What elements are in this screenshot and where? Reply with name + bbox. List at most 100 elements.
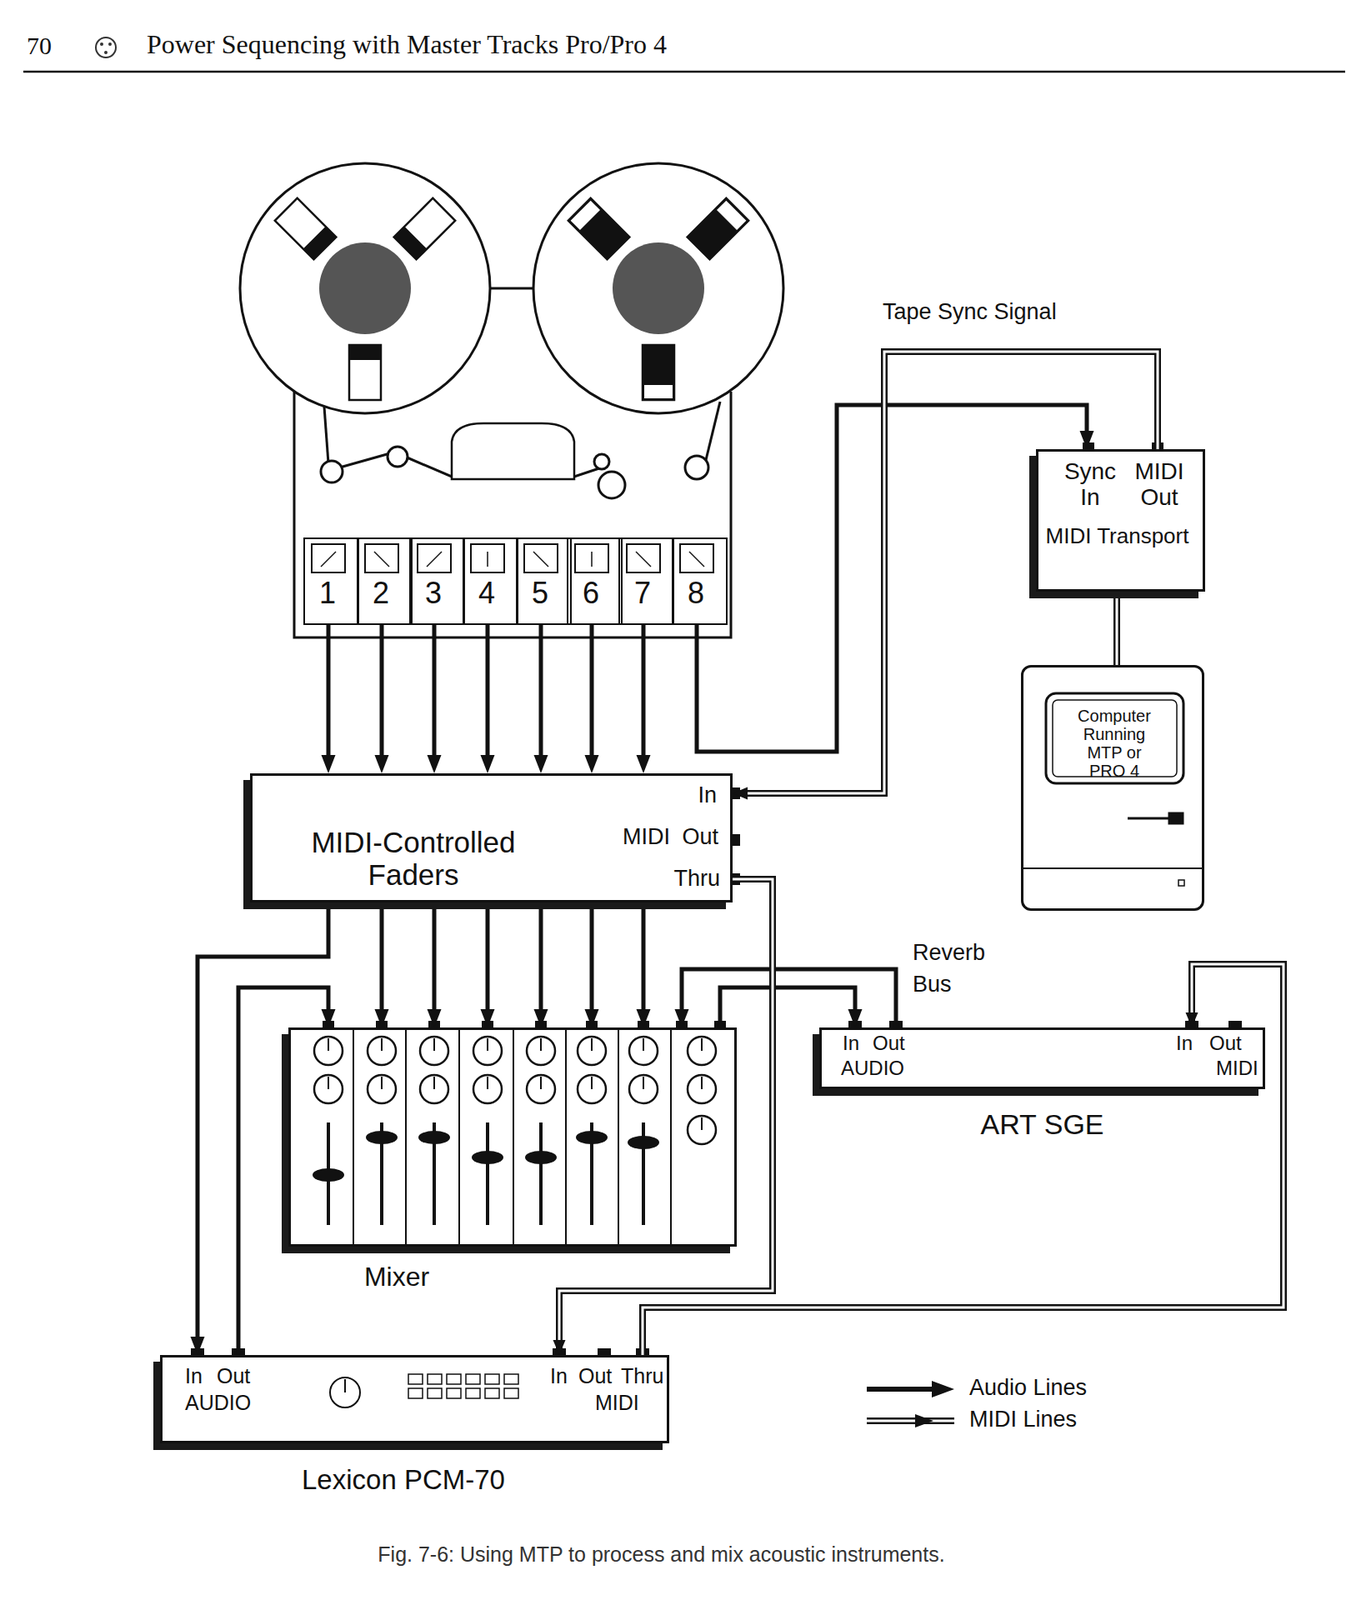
knob [420, 1036, 449, 1066]
audio-line [380, 902, 385, 1011]
audio-line [432, 625, 437, 757]
track-meter: 2 [356, 537, 413, 626]
channel-divider [405, 1027, 407, 1247]
vu-meter [626, 544, 661, 573]
tape-transport [451, 423, 575, 480]
midi-line [642, 964, 1284, 1356]
figure-caption: Fig. 7-6: Using MTP to process and mix a… [0, 1543, 1323, 1567]
arrowhead [636, 1009, 651, 1028]
audio-line [675, 969, 897, 1028]
arrowhead [675, 1009, 690, 1028]
computer: Computer Running MTP or PRO 4 [1020, 665, 1205, 911]
illustration-part [303, 226, 337, 261]
audio-line [720, 987, 863, 1028]
knob [577, 1036, 606, 1066]
node-text: Out [872, 1032, 906, 1055]
legend-sample [866, 1381, 955, 1428]
audio-line [326, 625, 331, 757]
knob [700, 1117, 703, 1131]
midi-interface: Sync InMIDI OutMIDI Transport [1035, 449, 1206, 592]
computer-detail [1023, 693, 1202, 886]
legend-sample [866, 1417, 955, 1425]
fader-cap [525, 1150, 557, 1165]
knob [687, 1036, 716, 1066]
audio-line [534, 902, 549, 1028]
track-meter: 1 [303, 537, 360, 626]
illustration-part [642, 345, 675, 401]
illustration-part [349, 345, 381, 401]
midi-line [732, 351, 1158, 801]
header-decor [104, 50, 108, 55]
node-text: Out [681, 825, 719, 851]
illustration-part [394, 198, 456, 261]
track-meter: 5 [515, 537, 572, 626]
panel-button [408, 1374, 423, 1385]
channel-divider [352, 1027, 355, 1247]
tape-reel [612, 242, 705, 335]
tape-reel [533, 163, 784, 414]
track-meter: 3 [409, 537, 466, 626]
knob [367, 1075, 396, 1104]
audio-line [197, 902, 329, 1339]
knob [526, 1075, 556, 1104]
audio-line [641, 625, 646, 757]
knob [380, 1038, 383, 1051]
header-decor [95, 37, 116, 58]
node-text: 1 [302, 578, 353, 609]
panel-button [504, 1388, 519, 1399]
legend-text: Audio Lines [969, 1376, 1087, 1402]
fader-cap [312, 1168, 345, 1182]
tape-transport [320, 460, 343, 483]
meter-needle [486, 551, 489, 567]
fader-cap [418, 1130, 451, 1145]
arrowhead [321, 755, 336, 774]
node-text: MIDI [622, 825, 671, 851]
meter-needle [635, 551, 651, 567]
arrowhead [321, 1009, 336, 1028]
node-text: Out [216, 1365, 251, 1389]
repeated-parts [190, 442, 1242, 1399]
audio-line [641, 902, 646, 1011]
lexicon-panel [330, 1377, 361, 1408]
page-number: 70 [26, 31, 52, 60]
header-decor [100, 42, 104, 46]
legend-sample [866, 1420, 955, 1423]
knob [367, 1036, 396, 1066]
audio-line [696, 405, 1087, 752]
node-text: In [550, 1365, 568, 1389]
node-text: AUDIO [185, 1391, 251, 1416]
panel-button [446, 1374, 461, 1385]
audio-line [636, 902, 651, 1028]
node-text: In [842, 1032, 860, 1055]
audio-line [432, 902, 437, 1011]
illustration-part [716, 200, 746, 231]
node-text: MIDI [595, 1391, 640, 1416]
port-jack [732, 834, 741, 846]
fader-slot [485, 1122, 490, 1226]
tape-reel [240, 163, 784, 414]
knob [327, 1038, 330, 1051]
tape-reel [240, 163, 491, 414]
tape-transport [598, 471, 626, 499]
vu-meter [575, 544, 609, 573]
vu-meter [311, 544, 346, 573]
signal-name: Reverb Bus [912, 937, 983, 1001]
meter-needle [533, 551, 549, 567]
audio-line [375, 902, 390, 1028]
legend-sample [915, 1414, 934, 1428]
arrowhead [375, 755, 390, 774]
vu-meter [417, 544, 451, 573]
knob [687, 1075, 716, 1104]
node-text: MIDI [1215, 1057, 1259, 1080]
track-meter: 6 [566, 537, 623, 626]
midi-line [1116, 591, 1118, 666]
knob [590, 1038, 593, 1051]
fader-slot [539, 1122, 543, 1226]
knob [473, 1075, 502, 1104]
node-text: Sync In [1057, 459, 1123, 511]
node-text: MIDI Transport [1035, 524, 1199, 549]
midi-line [553, 879, 774, 1356]
channel-divider [458, 1027, 461, 1247]
computer-detail [1045, 693, 1184, 784]
knob [526, 1036, 556, 1066]
